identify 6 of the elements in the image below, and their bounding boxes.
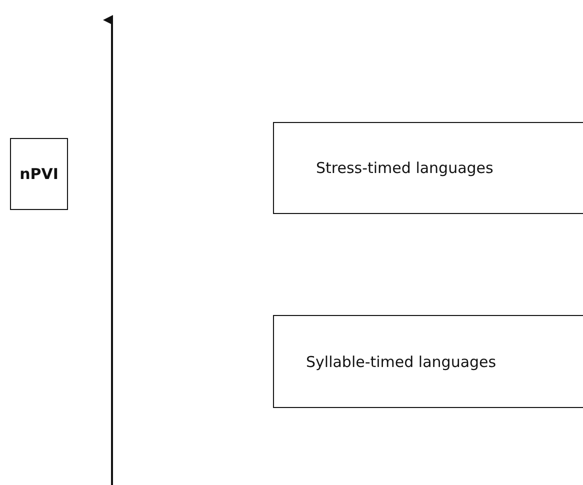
category-label: Stress-timed languages: [316, 159, 494, 177]
axis-label-box: [10, 138, 68, 210]
category-box: [273, 315, 583, 408]
category-box: [273, 122, 583, 214]
axis-label: nPVI: [20, 165, 58, 183]
category-label: Syllable-timed languages: [306, 352, 496, 370]
